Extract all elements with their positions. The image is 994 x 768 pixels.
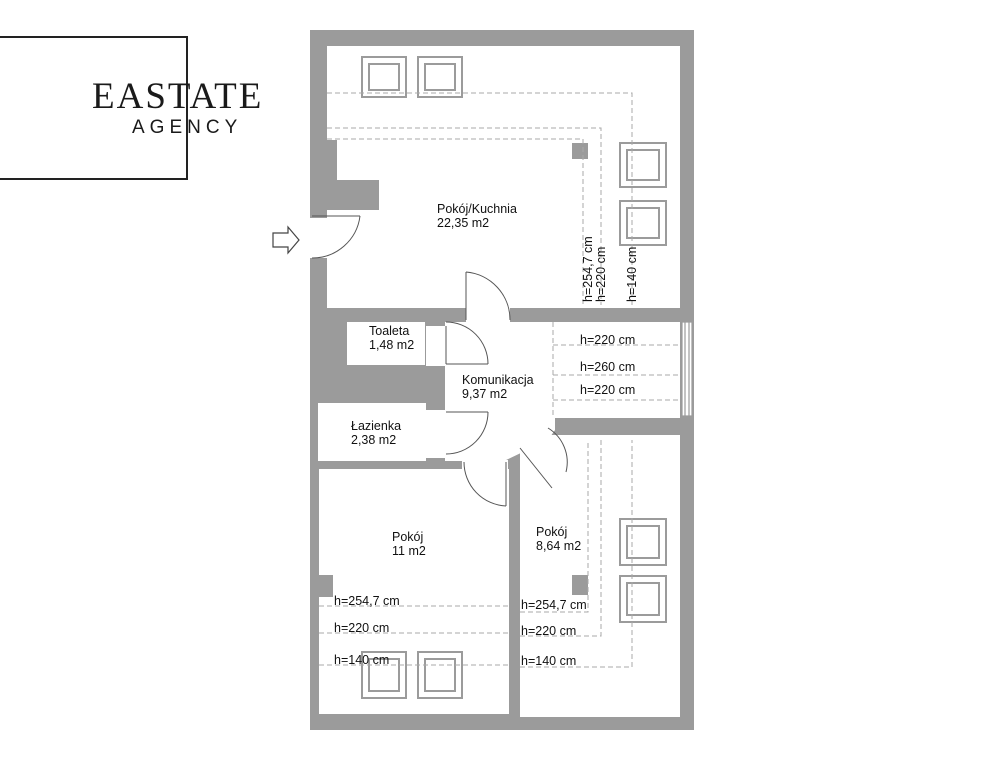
height-label-room2-3: h=140 cm <box>521 654 576 668</box>
height-lines <box>319 92 680 668</box>
column-room2 <box>572 575 588 595</box>
room-area-pokoj-kuchnia: 22,35 m2 <box>437 216 489 230</box>
height-label-room1-3: h=140 cm <box>334 653 389 667</box>
column-kitchen <box>572 143 588 159</box>
logo-subtitle: AGENCY <box>132 117 243 138</box>
logo-brand: EASTATE <box>92 76 264 117</box>
doors <box>310 215 568 507</box>
height-label-corridor-2: h=260 cm <box>580 360 635 374</box>
chimney-block <box>327 180 379 210</box>
room-name-lazienka: Łazienka <box>351 419 401 433</box>
wall-jamb <box>327 140 337 180</box>
height-label-kitchen-3: h=140 cm <box>625 247 639 302</box>
logo-frame <box>0 36 188 180</box>
height-label-corridor-1: h=220 cm <box>580 333 635 347</box>
height-label-room1-2: h=220 cm <box>334 621 389 635</box>
room-area-toaleta: 1,48 m2 <box>369 338 414 352</box>
floor-lazienka <box>318 403 426 461</box>
entrance-arrow-icon <box>272 225 300 255</box>
height-label-room2-1: h=254,7 cm <box>521 598 587 612</box>
agency-logo: EASTATE AGENCY <box>0 36 261 180</box>
height-label-room1-1: h=254,7 cm <box>334 594 400 608</box>
floor-komunikacja <box>445 322 680 461</box>
room-area-pokoj-1: 11 m2 <box>392 544 426 558</box>
floor-toaleta <box>347 322 425 365</box>
skylights <box>361 56 667 699</box>
room-area-lazienka: 2,38 m2 <box>351 433 396 447</box>
height-label-room2-2: h=220 cm <box>521 624 576 638</box>
room-name-pokoj-1: Pokój <box>392 530 423 544</box>
room-name-pokoj-2: Pokój <box>536 525 567 539</box>
wall-blocks <box>319 140 588 597</box>
height-label-corridor-3: h=220 cm <box>580 383 635 397</box>
room-name-komunikacja: Komunikacja <box>462 373 534 387</box>
room-area-komunikacja: 9,37 m2 <box>462 387 507 401</box>
room-area-pokoj-2: 8,64 m2 <box>536 539 581 553</box>
corridor-window <box>681 321 693 417</box>
room-name-pokoj-kuchnia: Pokój/Kuchnia <box>437 202 517 216</box>
column-room1 <box>319 575 333 597</box>
height-label-kitchen-1: h=254,7 cm <box>581 236 595 302</box>
height-label-kitchen-2: h=220 cm <box>594 247 608 302</box>
floor-pokoj-1 <box>319 469 509 714</box>
room-name-toaleta: Toaleta <box>369 324 409 338</box>
